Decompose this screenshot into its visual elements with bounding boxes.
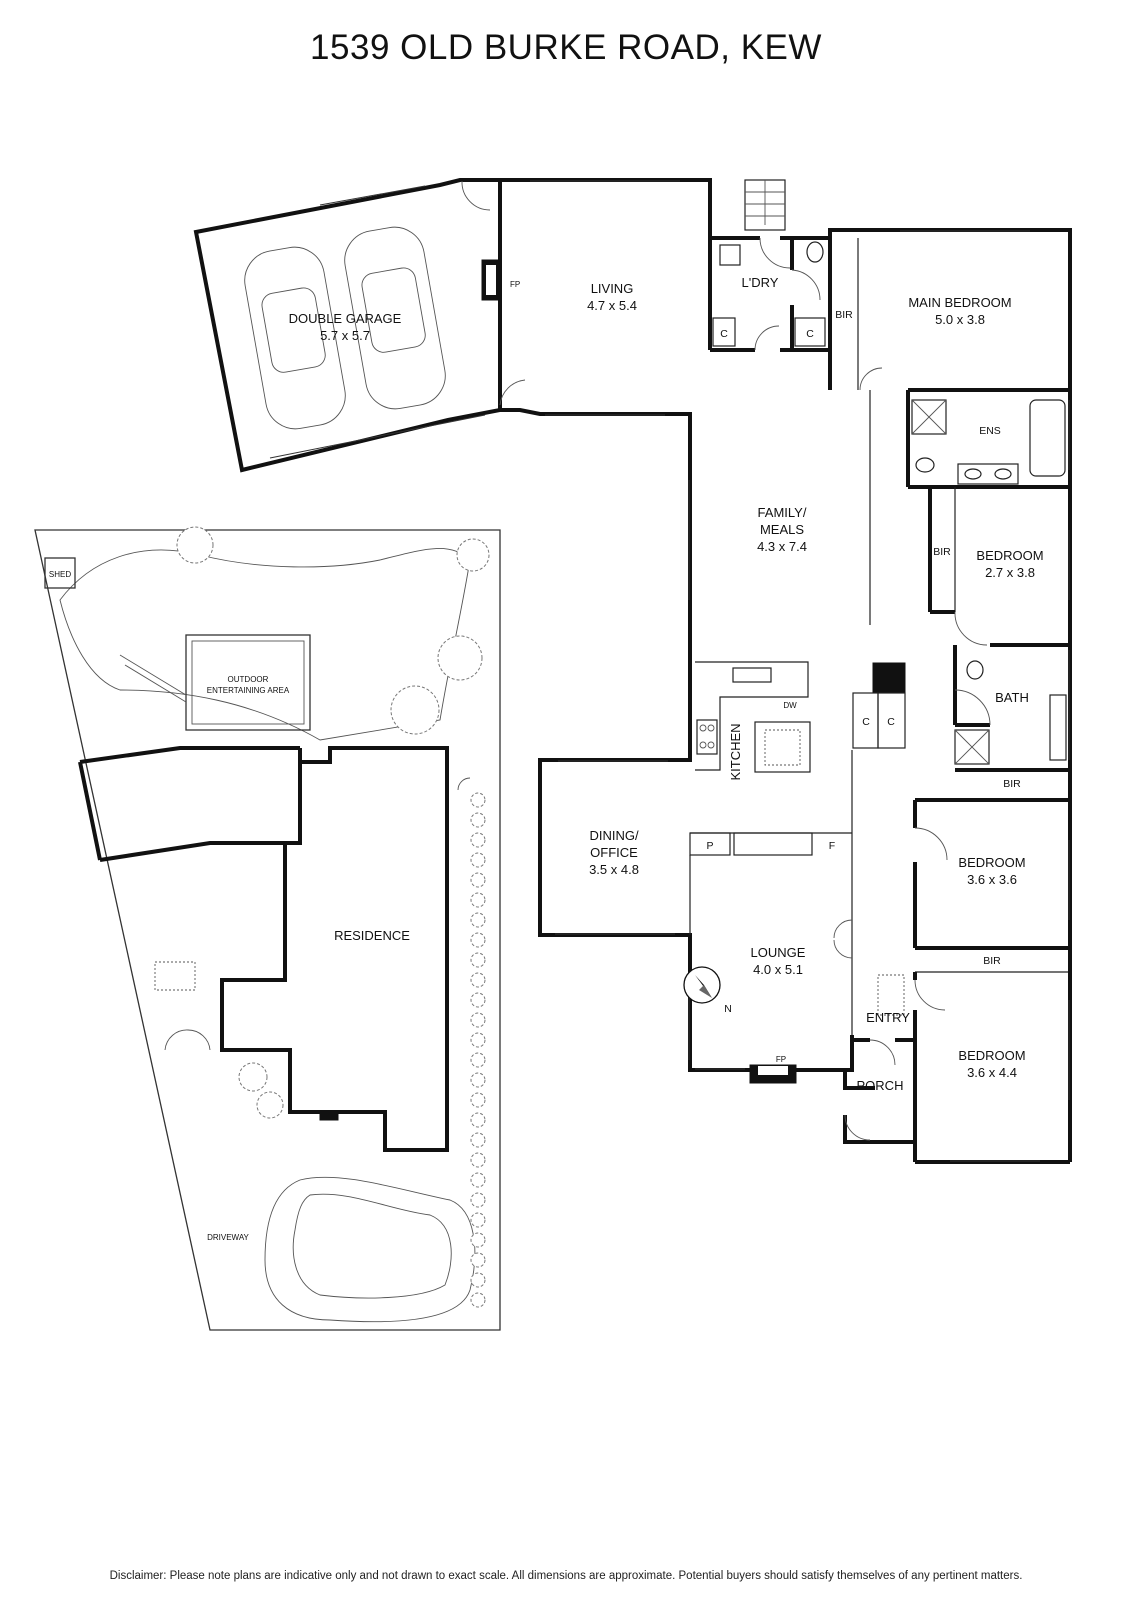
hall-cupboard-label: C xyxy=(806,328,814,340)
family-dims: 4.3 x 7.4 xyxy=(757,539,807,554)
bedroom4-dims: 3.6 x 4.4 xyxy=(967,1065,1017,1080)
kitchen-island xyxy=(754,721,811,773)
family-name-line1: FAMILY/ xyxy=(758,505,807,520)
family-walls xyxy=(500,408,750,1072)
hall-c2-label: C xyxy=(887,716,895,728)
porch-walls xyxy=(850,1038,870,1070)
living-walls xyxy=(500,178,712,238)
front-lawn xyxy=(292,1193,452,1299)
ensuite-name: ENS xyxy=(979,425,1001,437)
tree xyxy=(390,685,440,735)
bedroom3-dims: 3.6 x 3.6 xyxy=(967,872,1017,887)
kitchen-name: KITCHEN xyxy=(728,723,743,780)
site-plan: SHED OUTDOOR ENTERTAINING AREA RESIDENCE… xyxy=(34,526,501,1331)
bedroom2-name: BEDROOM xyxy=(976,548,1043,563)
bedroom2-dims: 2.7 x 3.8 xyxy=(985,565,1035,580)
main-bir-label: BIR xyxy=(835,309,853,321)
lounge-dims: 4.0 x 5.1 xyxy=(753,962,803,977)
house-plan: DOUBLE GARAGE 5.7 x 5.7 FP LIVING 4.7 x … xyxy=(193,178,1072,1164)
side-fence xyxy=(78,761,102,861)
hall-cabinet xyxy=(872,662,906,694)
front-garden xyxy=(264,1176,476,1323)
laundry-cupboard xyxy=(712,317,736,347)
porch-name: PORCH xyxy=(857,1078,904,1093)
pantry-label: P xyxy=(706,840,713,852)
bedroom2-bir-label: BIR xyxy=(933,546,951,558)
disclaimer: Disclaimer: Please note plans are indica… xyxy=(109,1570,1023,1582)
page-title: 1539 OLD BURKE ROAD, KEW xyxy=(310,28,822,67)
living-fp-label: FP xyxy=(510,280,520,289)
tree xyxy=(256,1091,284,1119)
outdoor-entertaining-area xyxy=(185,634,311,731)
laundry-cupboard-label: C xyxy=(720,328,728,340)
sink-icon xyxy=(732,667,772,683)
shed xyxy=(44,557,76,589)
bedroom3-bir-label: BIR xyxy=(983,955,1001,967)
tree xyxy=(238,1062,268,1092)
lounge-name: LOUNGE xyxy=(751,945,806,960)
lounge-fp-label: FP xyxy=(776,1055,786,1064)
rear-fence xyxy=(79,746,300,764)
residence-label: RESIDENCE xyxy=(334,928,410,943)
entry-name: ENTRY xyxy=(866,1010,910,1025)
compass-icon: N xyxy=(683,966,732,1015)
bath-name: BATH xyxy=(995,690,1029,705)
living-dims: 4.7 x 5.4 xyxy=(587,298,637,313)
main-bedroom-name: MAIN BEDROOM xyxy=(908,295,1011,310)
tree xyxy=(456,538,490,572)
garage-name: DOUBLE GARAGE xyxy=(289,311,402,326)
driveway-label: DRIVEWAY xyxy=(207,1233,249,1242)
bedroom4-name: BEDROOM xyxy=(958,1048,1025,1063)
dining-name-line1: DINING/ xyxy=(589,828,639,843)
bath-bir-label: BIR xyxy=(1003,778,1021,790)
hall-cupboard xyxy=(794,317,826,347)
family-name-line2: MEALS xyxy=(760,522,804,537)
car-icon xyxy=(344,226,446,410)
garage-dims: 5.7 x 5.7 xyxy=(320,328,370,343)
outdoor-label-line1: OUTDOOR xyxy=(228,675,269,684)
main-bedroom-dims: 5.0 x 3.8 xyxy=(935,312,985,327)
dining-name-line2: OFFICE xyxy=(590,845,638,860)
cooktop-icon xyxy=(696,719,718,755)
lot-boundary xyxy=(34,529,501,1331)
shower-icon xyxy=(954,729,990,765)
living-name: LIVING xyxy=(591,281,634,296)
kitchen-bench xyxy=(695,661,809,771)
pantry xyxy=(689,832,731,856)
toilet-icon xyxy=(915,457,935,473)
car-icon xyxy=(244,246,346,430)
laundry-name: L'DRY xyxy=(742,275,779,290)
bedroom3-name: BEDROOM xyxy=(958,855,1025,870)
hedge-row xyxy=(470,792,486,1308)
hall-c1-label: C xyxy=(862,716,870,728)
dining-dims: 3.5 x 4.8 xyxy=(589,862,639,877)
bathtub-icon xyxy=(1029,399,1066,477)
shower-icon xyxy=(911,399,947,435)
paving xyxy=(154,961,196,991)
outdoor-label-line2: ENTERTAINING AREA xyxy=(207,686,290,695)
toilet-icon xyxy=(966,660,984,680)
stairs xyxy=(744,179,786,231)
hall-cupboard xyxy=(877,692,906,749)
tree xyxy=(176,526,214,564)
tree xyxy=(437,635,483,681)
fridge-label: F xyxy=(829,840,835,852)
mid-fence xyxy=(99,841,285,862)
toilet-icon xyxy=(806,241,824,263)
compass-label: N xyxy=(724,1003,732,1015)
residence-fireplace xyxy=(319,1111,339,1121)
shed-label: SHED xyxy=(49,570,71,579)
entry-mat xyxy=(877,974,905,1016)
dishwasher-label: DW xyxy=(783,701,797,710)
